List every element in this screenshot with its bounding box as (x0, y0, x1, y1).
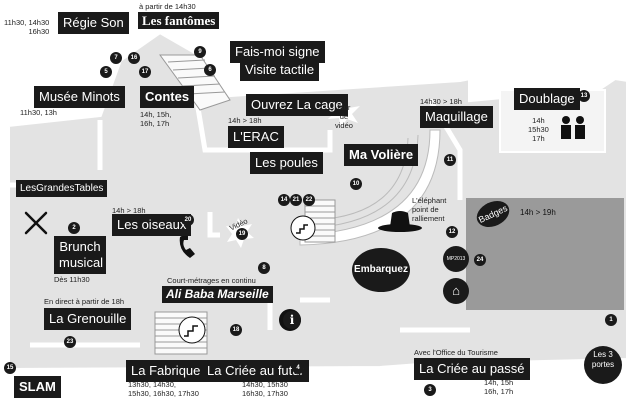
marker-11[interactable]: 11 (444, 154, 456, 166)
info-icon[interactable]: i (283, 311, 301, 329)
slam-label[interactable]: SLAM (14, 376, 61, 398)
marker-23[interactable]: 23 (64, 336, 76, 348)
fabrique-times: 13h30, 14h30, 15h30, 16h30, 17h30 (128, 380, 199, 398)
stairs-glyph (296, 224, 308, 234)
grandes-tables-label[interactable]: LesGrandesTables (16, 180, 108, 197)
marker-22[interactable]: 22 (303, 194, 315, 206)
elephant-text: L'éléphant point de ralliement (412, 196, 447, 223)
stairs-person-icon (290, 215, 316, 241)
doublage-label[interactable]: Doublage (514, 88, 580, 110)
phone-icon (179, 232, 195, 258)
contes-times: 14h, 15h, 16h, 17h (140, 110, 172, 128)
marker-18[interactable]: 18 (230, 324, 242, 336)
lerac-time: 14h > 18h (228, 116, 262, 125)
tourism-office-icon[interactable]: ⌂ (443, 278, 469, 304)
inner-wall-6 (30, 327, 470, 348)
fabrique-label[interactable]: La Fabrique (126, 360, 206, 382)
ouvrez-la-cage-label[interactable]: Ouvrez La cage (246, 94, 348, 116)
alibaba-label[interactable]: Ali Baba Marseille (162, 286, 273, 303)
grenouille-time: En direct à partir de 18h (44, 297, 125, 306)
les-3-portes-label[interactable]: Les 3 portes (584, 346, 622, 384)
fork-knife-icon (24, 211, 48, 235)
marker-8[interactable]: 8 (258, 262, 270, 274)
visite-tactile-label[interactable]: Visite tactile (240, 59, 320, 81)
staircase-top (159, 54, 231, 111)
marker-10[interactable]: 10 (350, 178, 362, 190)
marker-3[interactable]: 3 (424, 384, 436, 396)
doublage-times: 14h 15h30 17h (528, 116, 549, 143)
stage-arc (299, 129, 441, 246)
fais-moi-signe-label[interactable]: Fais-moi signe (230, 41, 325, 63)
lerac-label[interactable]: L'ERAC (228, 126, 284, 148)
brunch-label[interactable]: Brunch musical (54, 236, 106, 274)
stairs-person-icon-2 (178, 316, 206, 344)
marker-20[interactable]: 20 (182, 214, 194, 226)
grenouille-label[interactable]: La Grenouille (44, 308, 132, 330)
regie-son-times: 11h30, 14h30 16h30 (4, 18, 50, 36)
marker-14[interactable]: 14 (278, 194, 290, 206)
inner-wall (192, 89, 333, 153)
criee-passe-label[interactable]: La Criée au passé (414, 358, 530, 380)
marker-4[interactable]: 4 (292, 362, 304, 374)
marker-2[interactable]: 2 (68, 222, 80, 234)
stairs-glyph-2 (184, 325, 198, 337)
contes-label[interactable]: Contes (140, 86, 195, 108)
mur-de-video: Mur de vidéo (335, 103, 353, 130)
marker-7[interactable]: 7 (110, 52, 122, 64)
mp2013-icon[interactable]: MP2013 (443, 246, 469, 272)
marker-12[interactable]: 12 (446, 226, 458, 238)
embarquez-label[interactable]: Embarquez (352, 248, 410, 292)
maquillage-time: 14h30 > 18h (420, 97, 462, 106)
oiseaux-time: 14h > 18h (112, 206, 146, 215)
marker-17[interactable]: 17 (139, 66, 151, 78)
marker-24[interactable]: 24 (474, 254, 486, 266)
criee-futur-label[interactable]: La Criée au futur (202, 360, 309, 382)
fantomes-label[interactable]: Les fantômes (138, 12, 220, 29)
oiseaux-label[interactable]: Les oiseaux (112, 214, 192, 236)
inner-wall-3 (207, 212, 220, 238)
office-tourisme: Avec l'Office du Tourisme (414, 348, 498, 357)
fantomes-time: à partir de 14h30 (139, 2, 196, 11)
marker-15[interactable]: 15 (4, 362, 16, 374)
criee-futur-times: 14h30, 15h30 16h30, 17h30 (242, 380, 288, 398)
marker-1[interactable]: 1 (605, 314, 617, 326)
court-metrages: Court-métrages en continu (167, 276, 256, 285)
marker-19[interactable]: 19 (236, 228, 248, 240)
badges-time: 14h > 19h (520, 208, 556, 217)
people-icon (561, 116, 585, 139)
musee-minots-time: 11h30, 13h (20, 108, 57, 117)
maquillage-label[interactable]: Maquillage (420, 106, 493, 128)
ma-voliere-label[interactable]: Ma Volière (344, 144, 419, 166)
regie-son-label[interactable]: Régie Son (58, 12, 129, 34)
criee-passe-times: 14h, 15h 16h, 17h (484, 378, 514, 396)
marker-13[interactable]: 13 (578, 90, 590, 102)
musee-minots-label[interactable]: Musée Minots (34, 86, 125, 108)
elephant-hat-icon (378, 211, 422, 232)
marker-5[interactable]: 5 (100, 66, 112, 78)
marker-9[interactable]: 9 (194, 46, 206, 58)
brunch-time: Dès 11h30 (54, 275, 90, 284)
marker-6[interactable]: 6 (204, 64, 216, 76)
marker-16[interactable]: 16 (128, 52, 140, 64)
marker-21[interactable]: 21 (290, 194, 302, 206)
les-poules-label[interactable]: Les poules (250, 152, 323, 174)
